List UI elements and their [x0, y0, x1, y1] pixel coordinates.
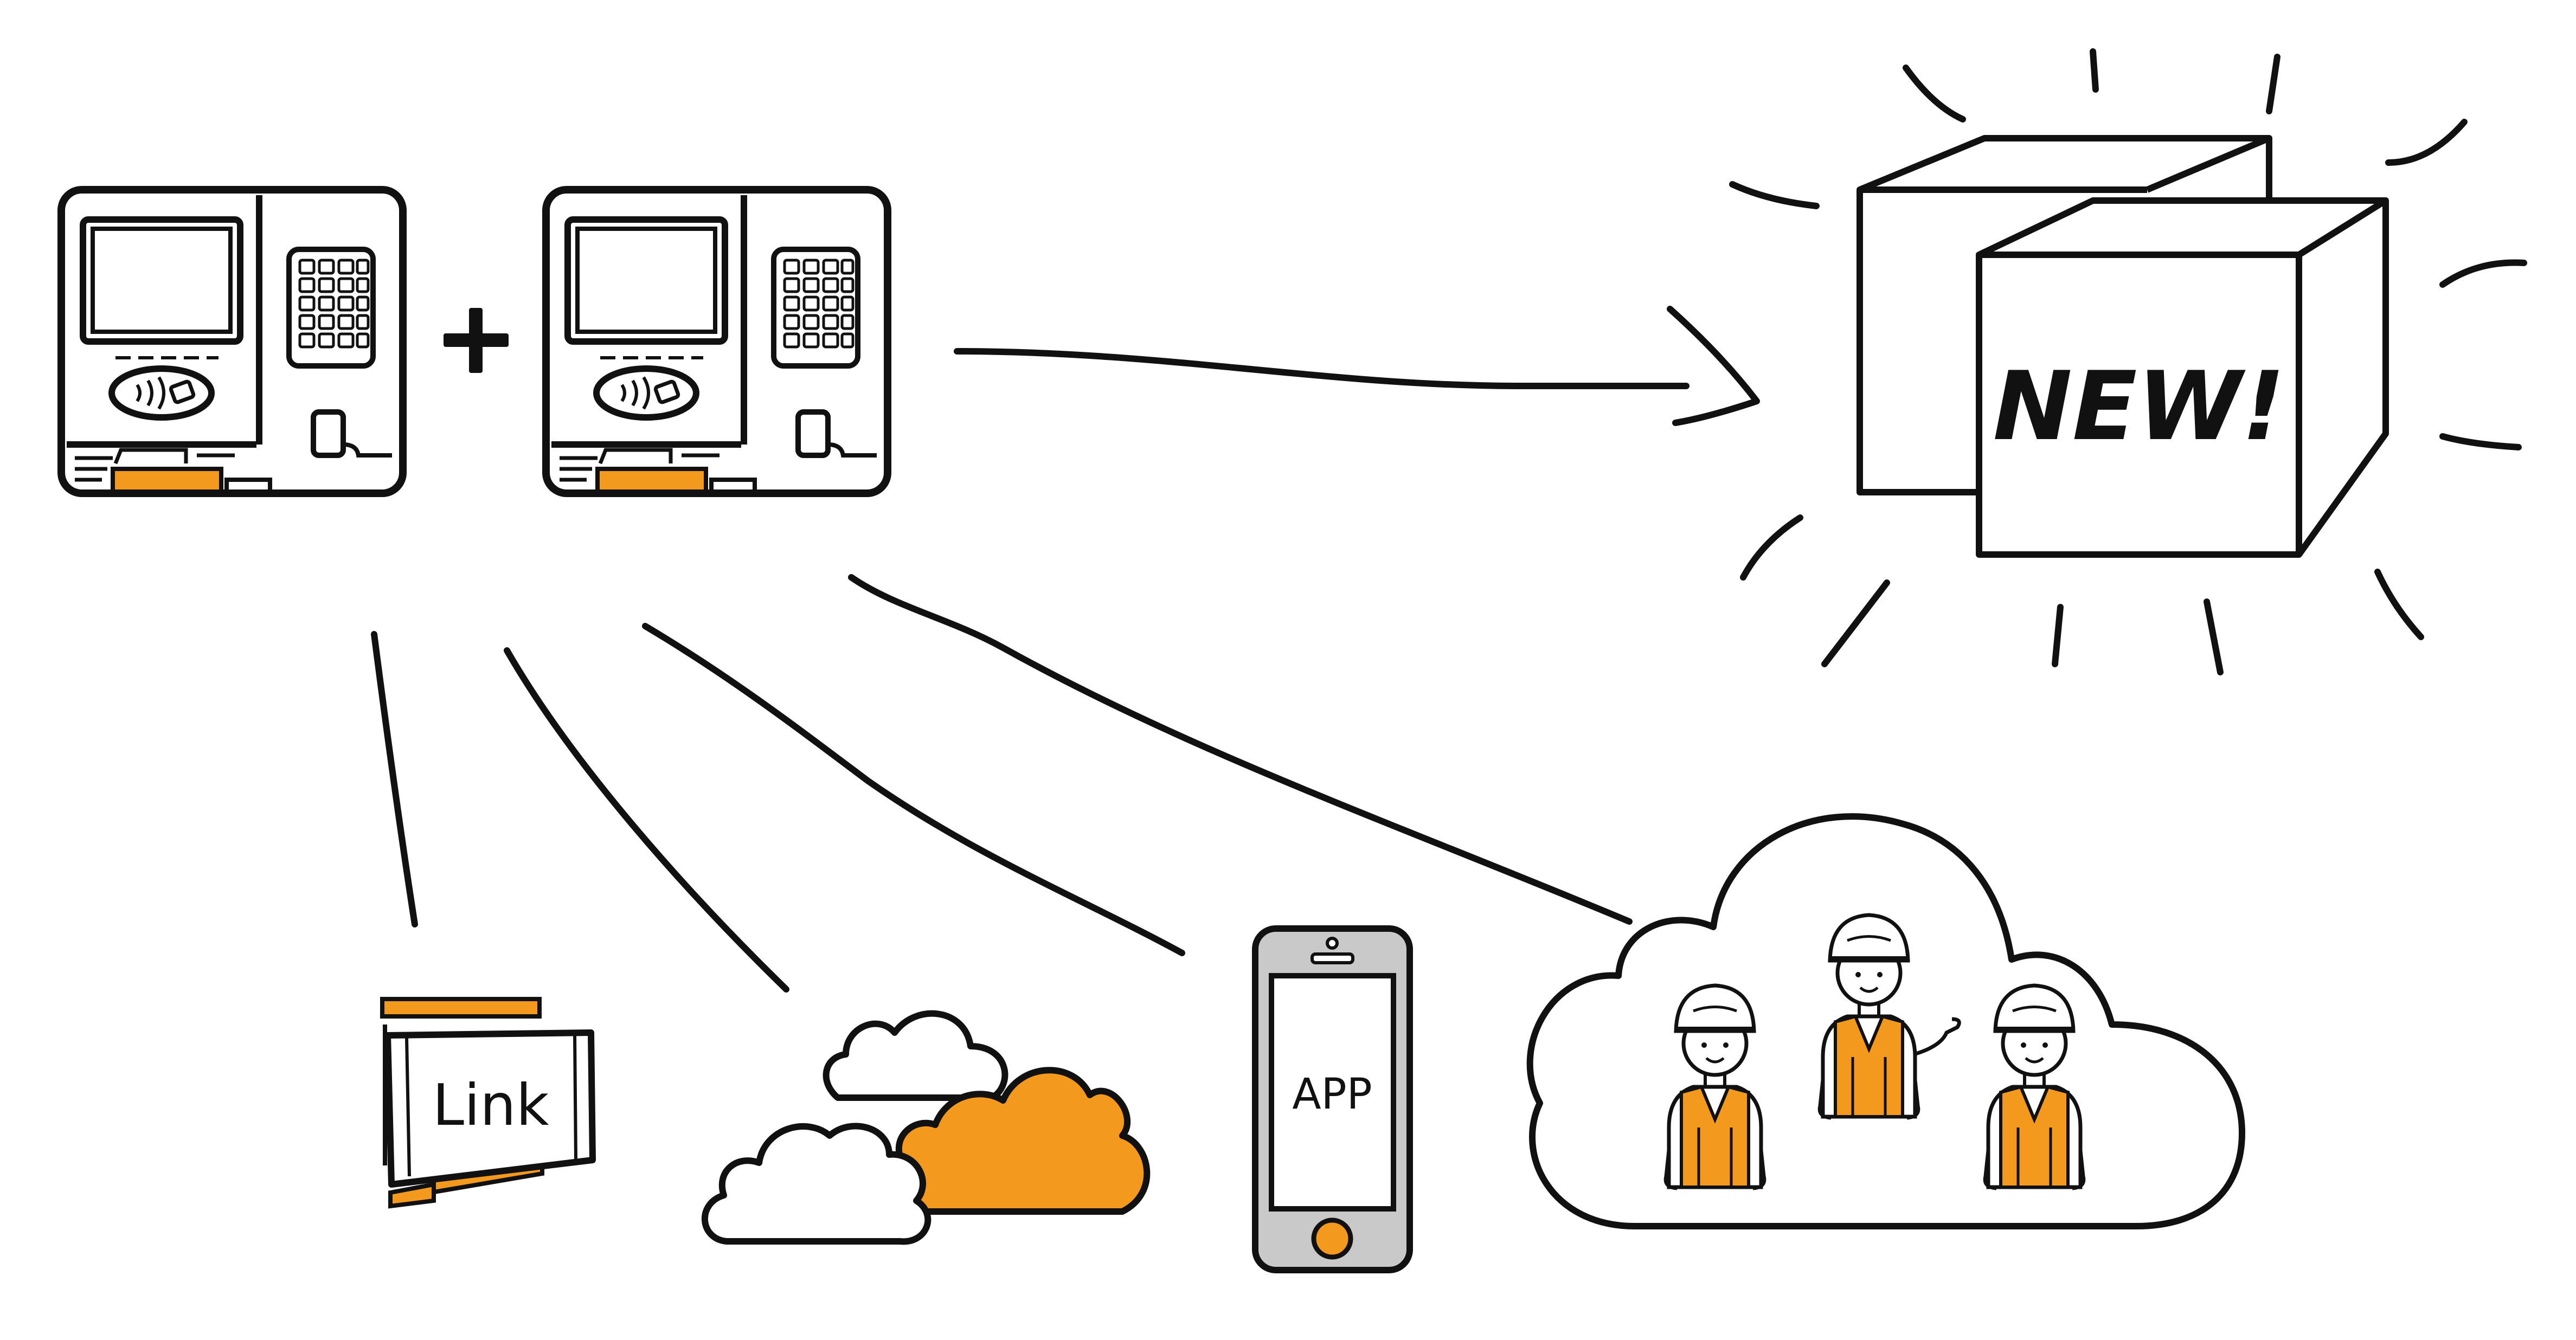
arrow-right-icon	[954, 306, 1760, 426]
phone-app-label: APP	[1292, 1070, 1372, 1119]
cloud-sync-icon	[701, 1010, 1151, 1245]
time-clock-terminal-icon	[61, 190, 403, 493]
connector-lines	[371, 574, 1633, 993]
burst-lines	[1729, 48, 2527, 675]
link-card-label: Link	[432, 1072, 549, 1138]
new-box-label: NEW!	[1993, 352, 2285, 462]
time-clock-terminal-icon	[546, 190, 888, 493]
plus-icon	[444, 308, 509, 373]
smartphone-icon: APP	[1252, 925, 1413, 1273]
team-cloud-icon	[1526, 813, 2245, 1229]
link-card-icon: Link	[380, 997, 596, 1209]
new-box-icon: NEW!	[1856, 135, 2389, 558]
worker-center	[1820, 915, 1961, 1118]
